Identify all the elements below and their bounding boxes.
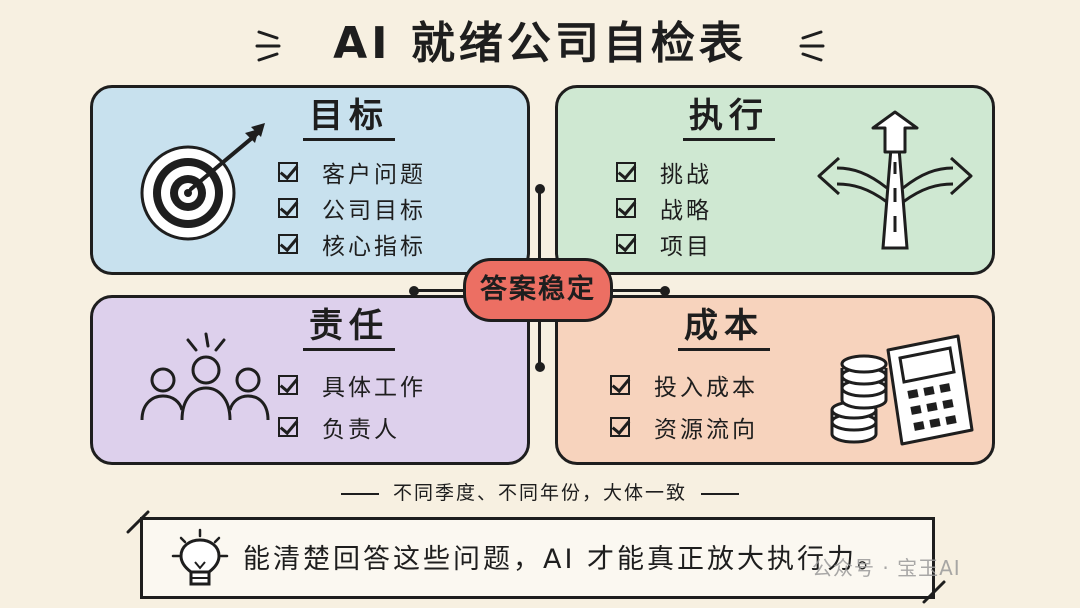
watermark: 公众号 · 宝玉AI bbox=[812, 556, 961, 580]
tape-icon bbox=[126, 510, 150, 534]
conclusion-banner: 能清楚回答这些问题，AI 才能真正放大执行力。 bbox=[140, 517, 935, 599]
card-goals-heading: 目标 bbox=[303, 96, 395, 141]
checkbox-checked-icon bbox=[616, 234, 636, 254]
card-cost-heading: 成本 bbox=[678, 306, 770, 351]
card-responsibility-list: 具体工作 负责人 bbox=[278, 364, 426, 448]
note-dash-left bbox=[340, 492, 379, 495]
checkbox-checked-icon bbox=[616, 162, 636, 182]
list-item: 负责人 bbox=[278, 406, 426, 448]
card-cost: 成本 投入成本 资源流向 bbox=[555, 295, 995, 465]
card-responsibility: 责任 具体工作 负责人 bbox=[90, 295, 530, 465]
list-item: 核心指标 bbox=[278, 226, 426, 262]
checkbox-checked-icon bbox=[278, 198, 298, 218]
connector-dot-bottom bbox=[535, 362, 545, 372]
list-item: 公司目标 bbox=[278, 190, 426, 226]
conclusion-text: 能清楚回答这些问题，AI 才能真正放大执行力。 bbox=[243, 544, 888, 575]
center-label: 答案稳定 bbox=[463, 258, 613, 322]
list-item: 项目 bbox=[616, 226, 712, 262]
consistency-note: 不同季度、不同年份，大体一致 bbox=[0, 478, 1080, 508]
calculator-coins-icon bbox=[830, 334, 974, 446]
card-goals: 目标 客户问题 公司目标 核心指标 bbox=[90, 85, 530, 275]
connector-dot-right bbox=[660, 286, 670, 296]
card-execution-list: 挑战 战略 项目 bbox=[616, 154, 712, 262]
card-execution: 执行 挑战 战略 项目 bbox=[555, 85, 995, 275]
checkbox-checked-icon bbox=[610, 375, 630, 395]
list-item: 资源流向 bbox=[610, 406, 758, 448]
card-execution-heading: 执行 bbox=[683, 96, 775, 141]
card-cost-list: 投入成本 资源流向 bbox=[610, 364, 758, 448]
checkbox-checked-icon bbox=[278, 417, 298, 437]
connector-dot-top bbox=[535, 184, 545, 194]
road-arrows-icon bbox=[817, 110, 973, 250]
title-sparkle-right-icon bbox=[799, 30, 825, 62]
list-item: 具体工作 bbox=[278, 364, 426, 406]
lightbulb-icon bbox=[171, 528, 229, 586]
target-icon bbox=[140, 123, 265, 241]
list-item: 挑战 bbox=[616, 154, 712, 190]
checkbox-checked-icon bbox=[610, 417, 630, 437]
tape-icon bbox=[922, 580, 946, 604]
checkbox-checked-icon bbox=[278, 234, 298, 254]
connector-dot-left bbox=[409, 286, 419, 296]
checkbox-checked-icon bbox=[278, 375, 298, 395]
list-item: 战略 bbox=[616, 190, 712, 226]
card-goals-list: 客户问题 公司目标 核心指标 bbox=[278, 154, 426, 262]
checkbox-checked-icon bbox=[616, 198, 636, 218]
page-title: AI 就绪公司自检表 bbox=[333, 18, 747, 69]
list-item: 投入成本 bbox=[610, 364, 758, 406]
checkbox-checked-icon bbox=[278, 162, 298, 182]
note-dash-right bbox=[701, 492, 739, 495]
card-responsibility-heading: 责任 bbox=[303, 306, 395, 351]
team-icon bbox=[140, 332, 270, 421]
list-item: 客户问题 bbox=[278, 154, 426, 190]
title-sparkle-left-icon bbox=[255, 30, 281, 62]
